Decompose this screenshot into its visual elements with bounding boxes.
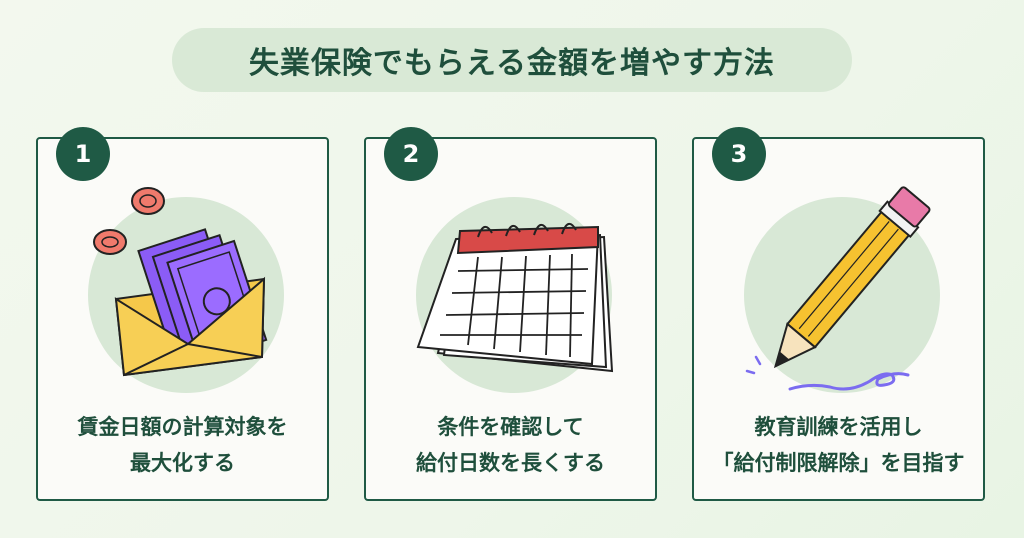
step-badge-2: 2 (384, 127, 438, 181)
caption-line: 賃金日額の計算対象を (77, 415, 288, 439)
step-badge-3: 3 (712, 127, 766, 181)
title-banner: 失業保険でもらえる金額を増やす方法 (172, 28, 852, 92)
caption-line: 給付日数を長くする (416, 451, 605, 475)
card-1-caption: 賃金日額の計算対象を 最大化する (38, 409, 327, 481)
step-badge-1: 1 (56, 127, 110, 181)
caption-line: 教育訓練を活用し (754, 415, 923, 439)
pencil-icon (745, 186, 931, 391)
page-title: 失業保険でもらえる金額を増やす方法 (248, 46, 776, 81)
card-3: 3 教育訓練を活用し 「給付制限解除」を目指す (692, 127, 985, 501)
caption-line: 最大化する (130, 451, 235, 475)
money-envelope-icon (93, 187, 268, 377)
caption-line: 条件を確認して (437, 415, 584, 439)
calendar-icon (416, 223, 614, 373)
caption-line: 「給付制限解除」を目指す (712, 451, 965, 475)
card-2-caption: 条件を確認して 給付日数を長くする (366, 409, 655, 481)
card-2: 2 条件を確認して 給付日数を長くする (364, 127, 657, 501)
card-1: 1 賃金日額の計算対象を 最大化する (36, 127, 329, 501)
card-3-caption: 教育訓練を活用し 「給付制限解除」を目指す (694, 409, 983, 481)
